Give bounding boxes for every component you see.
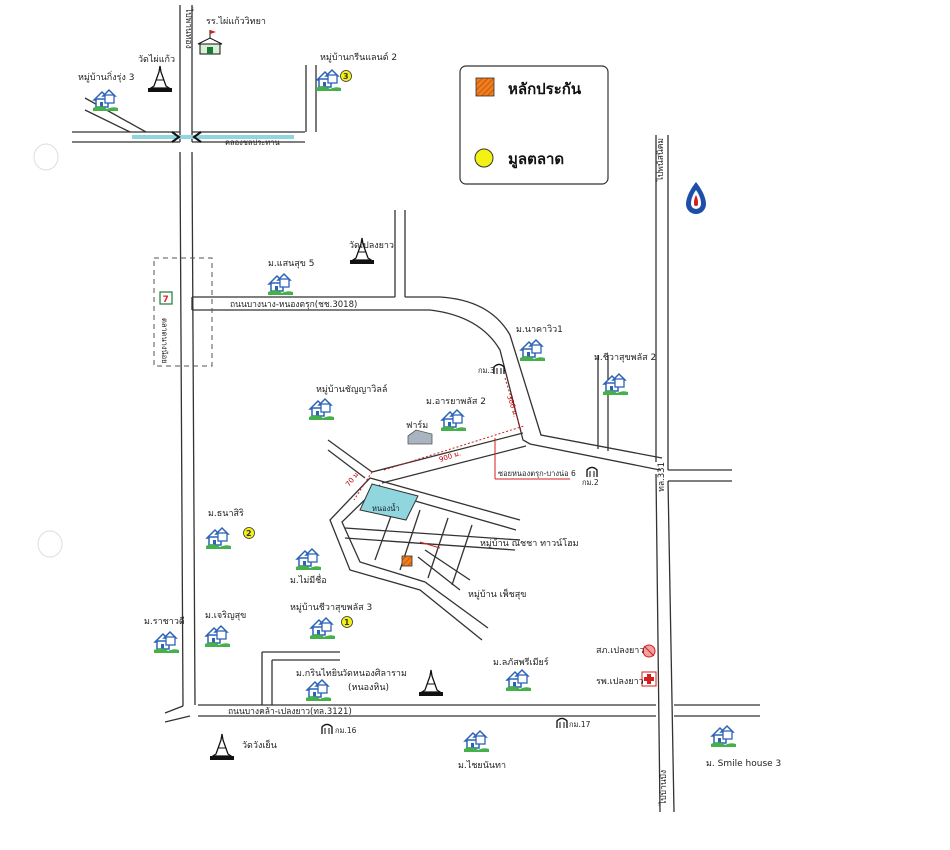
distance-lines xyxy=(353,377,570,549)
km-marker-icon xyxy=(586,466,598,478)
km-marker-icon xyxy=(321,723,333,735)
market-number-3: 3 xyxy=(343,72,349,81)
house-icon xyxy=(153,631,180,654)
temple-icon xyxy=(418,669,444,697)
house-icon xyxy=(295,548,322,571)
distance-70: 70 ม. xyxy=(344,469,361,488)
label-v-saen-suk-5: ม.แสนสุข 5 xyxy=(268,259,314,269)
km-marker-icon xyxy=(556,717,568,729)
house-icon xyxy=(204,625,231,648)
label-market-block: ตลาดนางน้อย xyxy=(160,318,169,364)
market-area-box xyxy=(153,257,213,367)
house-icon xyxy=(463,730,490,753)
hospital-cross-icon xyxy=(641,671,657,687)
label-v-chanyawit: หมู่บ้านชัญญาวิลล์ xyxy=(316,383,387,395)
label-hospital: รพ.เปลงยาว xyxy=(596,677,644,687)
market-number-1: 1 xyxy=(344,618,350,627)
label-km17: กม.17 xyxy=(569,720,591,729)
market-number-2: 2 xyxy=(246,529,252,538)
label-v-phuttirat: หมู่บ้าน ณัชชา ทาวน์โฮม xyxy=(480,537,579,549)
binder-hole-bottom xyxy=(37,530,63,558)
label-km16: กม.16 xyxy=(335,726,357,735)
label-v-kaew-rung-3: หมู่บ้านกิ่งรุ่ง 3 xyxy=(78,70,134,83)
svg-text:7: 7 xyxy=(163,295,169,305)
label-wat-plaeng-yao: วัดเปลงยาว xyxy=(349,241,394,251)
house-icon xyxy=(710,725,737,748)
house-icon xyxy=(315,69,342,92)
house-icon xyxy=(505,669,532,692)
label-school: รร.ไผ่แก้ววิทยา xyxy=(206,16,266,27)
house-icon xyxy=(519,339,546,362)
market-marker-1 xyxy=(341,616,353,628)
temple-icon xyxy=(209,733,235,761)
house-icon xyxy=(308,398,335,421)
legend-market-icon xyxy=(474,148,494,168)
label-v-phetsuk: หมู่บ้าน เพ็ชสุข xyxy=(468,587,526,600)
pond xyxy=(359,483,419,521)
distance-300: 300 ม. xyxy=(505,394,520,418)
legend-stake-icon xyxy=(475,77,495,97)
label-road-3121: ถนนบางคล้า-เปลงยาว(ทล.3121) xyxy=(228,706,352,717)
canal-arrow-right xyxy=(192,131,202,143)
label-v-charoensuk: ม.เจริญสุข xyxy=(205,610,246,621)
police-icon xyxy=(642,644,656,658)
label-v-nakarin: ม.นาคาวิว1 xyxy=(516,324,563,335)
label-to-panat: ไปพนัสนิคม xyxy=(655,138,666,182)
label-police: สภ.เปลงยาว xyxy=(596,646,644,656)
label-v-arayaphat-2: ม.อารยาพลัส 2 xyxy=(426,397,486,407)
label-331: ทล.331 xyxy=(657,462,667,492)
house-icon xyxy=(267,273,294,296)
house-icon xyxy=(305,679,332,702)
house-icon xyxy=(92,89,119,112)
label-road-3018: ถนนบางนาง-หนองตรุก(ชช.3018) xyxy=(230,300,357,310)
label-to-banbueng: ไปบ้านบึง xyxy=(658,770,669,806)
ptt-logo-icon xyxy=(686,182,706,214)
label-v-rachawadee: ม.ราชาวดี xyxy=(144,616,185,627)
label-wat-nong-sila: วัดหนองศิลาราม xyxy=(342,668,407,679)
house-icon xyxy=(309,617,336,640)
seven-eleven-icon: 7 xyxy=(159,291,173,305)
label-km2: กม.2 xyxy=(582,478,599,487)
label-v-chaiyanan: ม.ไชยนันทา xyxy=(458,760,506,771)
label-v-chaowarat-2: ม.ชีวาสุขพลัส 2 xyxy=(594,352,656,363)
temple-icon xyxy=(147,65,173,93)
label-wat-phai-kaeo: วัดไผ่แก้ว xyxy=(138,54,175,65)
market-marker-2 xyxy=(243,527,255,539)
farm-icon xyxy=(407,429,433,445)
school-icon xyxy=(197,30,223,55)
label-wat-wang-yen: วัดวังเย็น xyxy=(242,738,277,751)
label-v-green-land-2: หมู่บ้านกรีนแลนด์ 2 xyxy=(320,51,397,63)
house-icon xyxy=(440,409,467,432)
legend-stake-label: หลักประกัน xyxy=(508,80,582,98)
label-v-krisinhin: ม.กรินไทยิน xyxy=(296,668,343,679)
label-to-phanthong: ไปพานทอง xyxy=(183,7,194,49)
canal xyxy=(132,135,294,139)
label-v-smile-house: ม. Smile house 3 xyxy=(706,759,781,769)
stake-marker xyxy=(401,555,413,567)
house-icon xyxy=(602,373,629,396)
km-marker-icon xyxy=(493,363,505,375)
roads xyxy=(72,5,760,813)
canal-label: คลองชลประทาน xyxy=(225,138,280,147)
label-wat-nong-sila-sub: (หนองหิน) xyxy=(348,682,389,693)
label-v-lakhon-premier: ม.ลภัสพรีเมียร์ xyxy=(493,656,549,668)
label-farm: ฟาร์ม xyxy=(406,419,428,431)
legend-market-label: มูลตลาด xyxy=(508,150,564,169)
label-v-nathiri: ม.ธนาสิริ xyxy=(208,508,244,519)
legend: หลักประกัน มูลตลาด xyxy=(459,65,609,185)
label-v-chiwasuk-3: หมู่บ้านชีวาสุขพลัส 3 xyxy=(290,602,372,613)
legend-box xyxy=(459,65,609,185)
canal-arrow-left xyxy=(171,131,181,143)
house-icon xyxy=(205,527,232,550)
label-v-mai-mi-chue: ม.ไม่มีชื่อ xyxy=(290,573,327,586)
binder-hole-top xyxy=(33,143,59,171)
label-soi-6: ซอยหนองตรุก-บางน่อ 6 xyxy=(498,469,576,478)
market-marker-3 xyxy=(340,70,352,82)
label-km3: กม.3 xyxy=(478,366,495,375)
pond-label: หนองน้ำ xyxy=(372,503,400,513)
